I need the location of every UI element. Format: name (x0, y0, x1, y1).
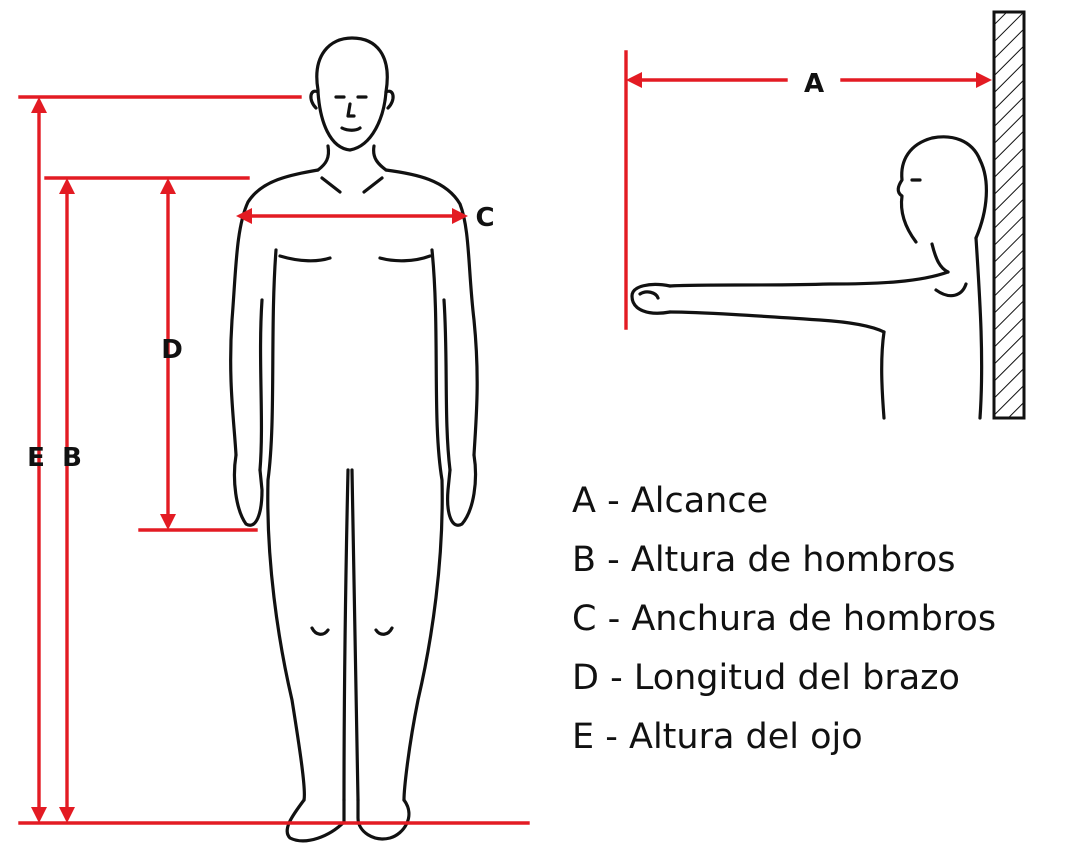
dimension-b-arrow-top (59, 178, 75, 194)
legend-item-e: E - Altura del ojo (572, 708, 1072, 767)
dimension-b-arrow-bottom (59, 807, 75, 823)
dimension-e-arrow-bottom (31, 807, 47, 823)
label-c: C (475, 203, 494, 233)
dimension-e-arrow-top (31, 97, 47, 113)
label-e: E (27, 443, 45, 473)
dimension-labels: A C D E B (27, 69, 824, 473)
legend-item-d: D - Longitud del brazo (572, 649, 1072, 708)
label-a: A (804, 69, 824, 99)
legend-item-a: A - Alcance (572, 472, 1072, 531)
legend: A - Alcance B - Altura de hombros C - An… (572, 472, 1072, 767)
dimension-d-arrow-top (160, 178, 176, 194)
dimension-a-arrow-right (976, 72, 992, 88)
dimension-a-arrow-left (626, 72, 642, 88)
side-reaching-figure (632, 12, 1024, 418)
front-standing-figure (231, 38, 478, 841)
legend-item-b: B - Altura de hombros (572, 531, 1072, 590)
label-b: B (62, 443, 82, 473)
wall (994, 12, 1024, 418)
label-d: D (161, 335, 183, 365)
legend-item-c: C - Anchura de hombros (572, 590, 1072, 649)
dimension-d-arrow-bottom (160, 514, 176, 530)
